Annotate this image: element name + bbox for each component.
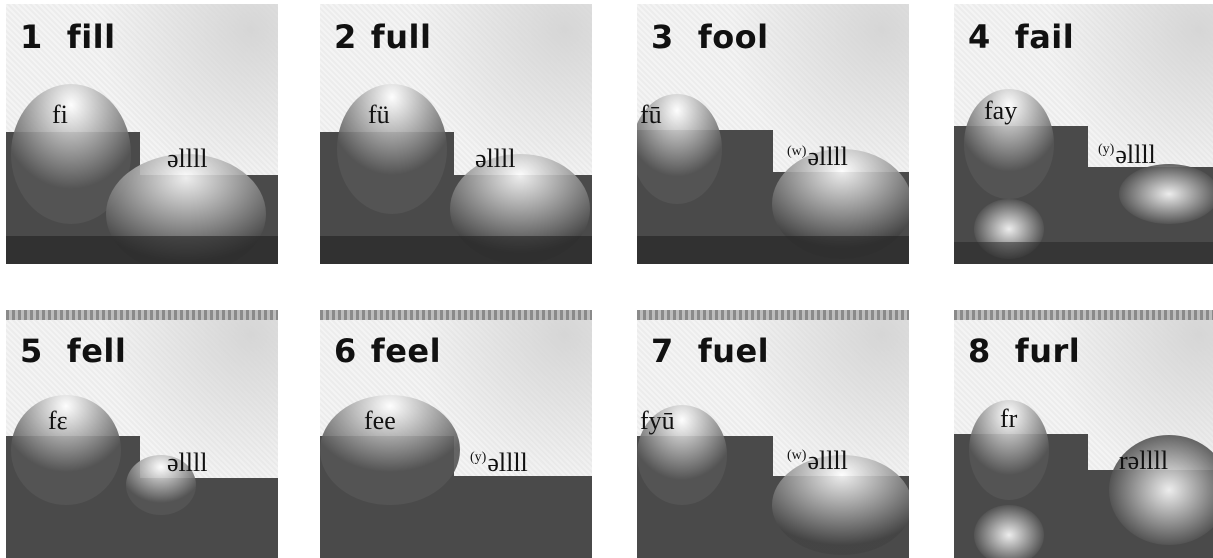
diagram-panel-7: 7 fuel fyū (w)əllll xyxy=(637,310,909,558)
panel-title: 7 fuel xyxy=(651,332,769,370)
diagram-panel-3: 3 fool fū (w)əllll xyxy=(637,4,909,264)
diagram-panel-5: 5 fell fε əllll xyxy=(6,310,278,558)
panel-top-band xyxy=(637,310,909,320)
panel-number: 6 xyxy=(334,332,357,370)
profile-shape-4 xyxy=(954,89,1213,264)
onset-label: fyū xyxy=(640,406,675,435)
panel-top-band xyxy=(6,310,278,320)
panel-word: fuel xyxy=(697,332,770,370)
panel-title: 8 furl xyxy=(968,332,1080,370)
panel-number: 5 xyxy=(20,332,43,370)
panel-top-band xyxy=(954,310,1213,320)
panel-title: 5 fell xyxy=(20,332,126,370)
profile-shape-1 xyxy=(6,84,278,264)
profile-shape-6 xyxy=(320,395,592,558)
panel-word: fell xyxy=(66,332,127,370)
coda-text: əllll xyxy=(167,144,208,173)
profile-shape-3 xyxy=(637,94,909,264)
coda-label: əllll xyxy=(166,448,207,478)
diagram-panel-1: 1 fill fi əllll xyxy=(6,4,278,264)
onset-label: fay xyxy=(984,96,1018,125)
onset-label: fε xyxy=(48,406,68,435)
coda-label: (w)əllll xyxy=(787,142,848,172)
panel-title: 4 fail xyxy=(968,18,1074,56)
coda-text: əllll xyxy=(1115,140,1156,169)
coda-prefix: (y) xyxy=(1098,142,1115,157)
coda-prefix: (w) xyxy=(787,144,807,159)
panel-word: fill xyxy=(66,18,116,56)
panel-title: 1 fill xyxy=(20,18,116,56)
coda-text: əllll xyxy=(167,448,208,477)
onset-label: fr xyxy=(1000,404,1018,433)
coda-label: (y)əllll xyxy=(470,448,528,478)
profile-shape-5 xyxy=(6,395,278,558)
panel-number: 7 xyxy=(651,332,674,370)
coda-label: (y)əllll xyxy=(1098,140,1156,170)
coda-prefix: (y) xyxy=(470,450,487,465)
coda-prefix: (w) xyxy=(787,448,807,463)
panel-number: 8 xyxy=(968,332,991,370)
onset-label: fi xyxy=(52,100,68,129)
coda-text: rəllll xyxy=(1119,446,1169,475)
coda-text: əllll xyxy=(807,142,848,171)
panel-title: 2 full xyxy=(334,18,431,56)
onset-label: fee xyxy=(364,406,396,435)
panel-number: 3 xyxy=(651,18,674,56)
coda-label: (w)əllll xyxy=(787,446,848,476)
panel-word: fail xyxy=(1014,18,1075,56)
panel-word: furl xyxy=(1014,332,1081,370)
coda-label: rəllll xyxy=(1118,446,1168,476)
panel-word: fool xyxy=(697,18,769,56)
profile-shape-7 xyxy=(637,405,909,558)
panel-word: full xyxy=(370,18,432,56)
diagram-panel-8: 8 furl fr rəllll xyxy=(954,310,1213,558)
onset-label: fū xyxy=(640,100,662,129)
diagram-panel-4: 4 fail fay (y)əllll xyxy=(954,4,1213,264)
panel-top-band xyxy=(320,310,592,320)
diagram-panel-6: 6 feel fee (y)əllll xyxy=(320,310,592,558)
coda-text: əllll xyxy=(807,446,848,475)
panel-title: 6 feel xyxy=(334,332,441,370)
diagram-panel-2: 2 full fü əllll xyxy=(320,4,592,264)
coda-label: əllll xyxy=(166,144,207,174)
panel-number: 4 xyxy=(968,18,991,56)
profile-shape-8 xyxy=(954,400,1213,558)
panel-number: 2 xyxy=(334,18,357,56)
panel-number: 1 xyxy=(20,18,43,56)
onset-label: fü xyxy=(368,100,390,129)
coda-label: əllll xyxy=(474,144,515,174)
coda-text: əllll xyxy=(475,144,516,173)
coda-text: əllll xyxy=(487,448,528,477)
panel-word: feel xyxy=(370,332,442,370)
profile-shape-2 xyxy=(320,84,592,264)
panel-title: 3 fool xyxy=(651,18,769,56)
